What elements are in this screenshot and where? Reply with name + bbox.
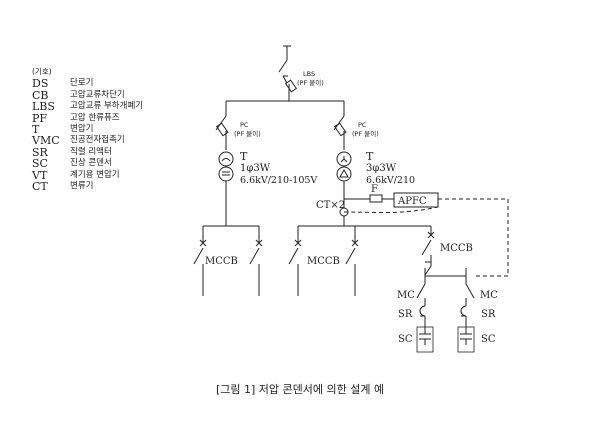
pc-right-sub: (PF 붙이)	[352, 129, 379, 138]
mc-left-label: MC	[397, 290, 415, 301]
legend-item: LBS 고압교류 부하개폐기	[32, 100, 144, 114]
t-left-name: T	[240, 150, 248, 163]
legend-item: CB 고압교류차단기	[32, 88, 143, 102]
pc-right-label: PC	[358, 121, 367, 129]
legend-abbr: T	[32, 123, 40, 137]
t-left-phase: 1φ3W	[240, 163, 271, 174]
legend-abbr: DS	[32, 77, 49, 91]
apfc-unit	[343, 192, 509, 277]
sc-left-label: SC	[398, 334, 413, 345]
t-right-rating: 6.6kV/210	[366, 175, 415, 186]
legend-desc: 진상 콘덴서	[70, 158, 112, 169]
legend-abbr: SC	[32, 157, 48, 171]
lbs-switch	[278, 45, 298, 101]
legend-heading: (기호)	[32, 67, 52, 76]
legend-desc: 고압교류 부하개폐기	[70, 101, 144, 112]
legend-item: DS 단로기	[32, 77, 143, 91]
mc-right-label: MC	[480, 290, 498, 301]
capacitor-bank-right	[457, 276, 475, 353]
t-left-rating: 6.6kV/210-105V	[240, 175, 317, 186]
mccb-mid-label: MCCB	[307, 256, 340, 267]
lbs-sub: (PF 붙이)	[297, 78, 324, 87]
legend-desc: 고압 한류퓨즈	[70, 112, 120, 123]
pc-right	[333, 101, 347, 150]
legend-abbr: LBS	[32, 100, 55, 114]
legend-abbr: CB	[32, 88, 49, 102]
pc-left-label: PC	[240, 121, 249, 129]
legend-item: PF 고압 한류퓨즈	[32, 111, 143, 125]
symbol-legend: (기호) DS 단로기 CB 고압교류차단기 LBS 고압교류 부하개폐기 PF 고압 한류퓨…	[32, 66, 143, 192]
legend-desc: 변압기	[70, 124, 94, 135]
mccb-capacitor-feeder	[421, 226, 435, 276]
figure-caption: [그림 1] 저압 콘덴서에 의한 설계 예	[215, 383, 385, 396]
mccb-right-label: MCCB	[440, 243, 473, 254]
transformer-right	[336, 151, 352, 208]
legend-desc: 진공전자접촉기	[70, 135, 125, 146]
sr-right-label: SR	[481, 309, 496, 320]
legend-item: SR 직렬 리액터	[32, 145, 143, 159]
sr-left-label: SR	[398, 309, 413, 320]
legend-abbr: VT	[32, 168, 48, 182]
pc-left	[215, 101, 229, 150]
legend-item: CT 변류기	[32, 180, 143, 194]
legend-item: T 변압기	[32, 123, 143, 137]
legend-desc: 직렬 리액터	[70, 146, 112, 157]
legend-desc: 계기용 변압기	[70, 169, 120, 180]
t-right-name: T	[366, 150, 374, 163]
sc-right-label: SC	[481, 334, 496, 345]
apfc-label: APFC	[397, 196, 427, 207]
legend-desc: 고압교류차단기	[70, 89, 125, 100]
mccb-left-breakers	[193, 226, 263, 296]
legend-abbr: CT	[32, 180, 48, 194]
legend-desc: 변류기	[70, 181, 94, 192]
fuse-label: F	[371, 184, 378, 195]
legend-abbr: PF	[32, 111, 48, 125]
legend-abbr: SR	[32, 145, 48, 159]
legend-item: VMC 진공전자접촉기	[32, 134, 143, 148]
legend-desc: 단로기	[70, 78, 94, 89]
mccb-left-label: MCCB	[205, 256, 238, 267]
pc-left-sub: (PF 붙이)	[234, 129, 261, 138]
t-right-phase: 3φ3W	[366, 163, 397, 174]
lbs-label: LBS	[303, 70, 315, 78]
mccb-mid-breakers	[288, 226, 359, 296]
transformer-left	[218, 151, 234, 226]
legend-item: VT 계기용 변압기	[32, 168, 143, 182]
capacitor-bank-left	[416, 276, 434, 353]
ct-label: CT×2	[316, 200, 345, 211]
legend-abbr: VMC	[32, 134, 60, 148]
legend-item: SC 진상 콘덴서	[32, 157, 143, 171]
